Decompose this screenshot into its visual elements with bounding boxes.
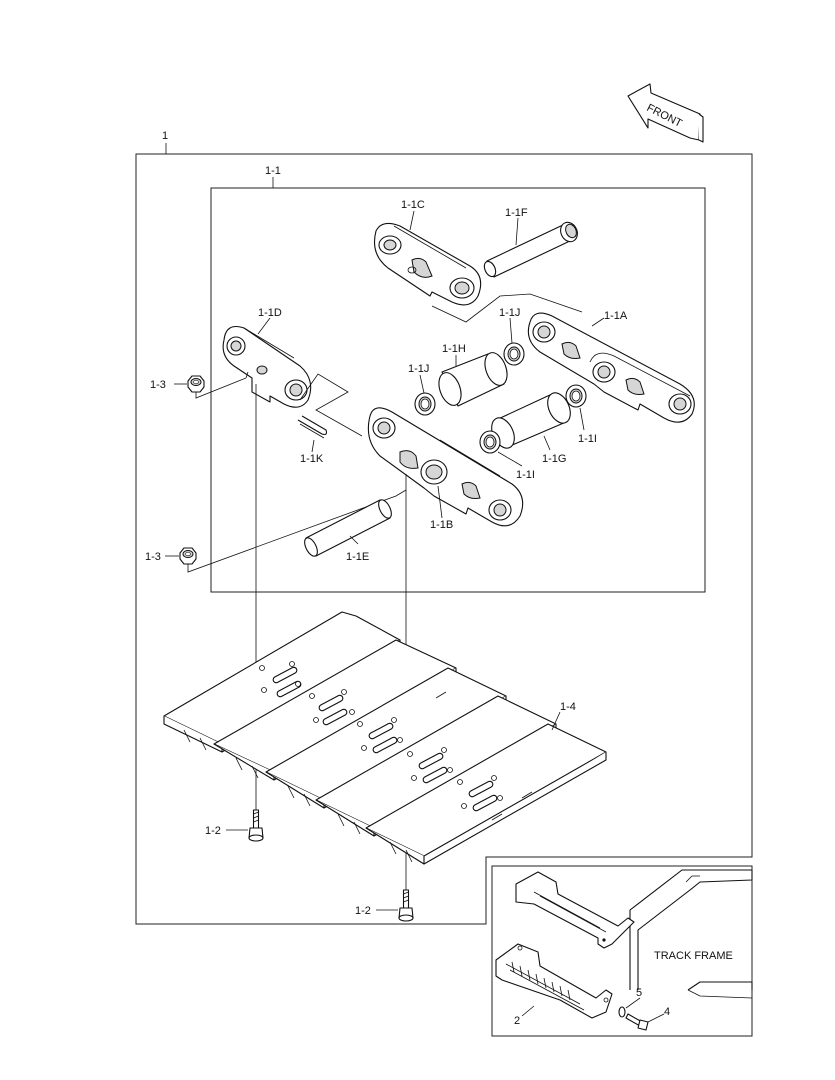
seal-1-1j-upper	[503, 342, 525, 366]
bushing-1-1h	[438, 352, 508, 407]
label-pin-1-1k: 1-1K	[300, 453, 324, 465]
bolt-1-2-upper	[248, 809, 264, 842]
label-link-1-1a: 1-1A	[604, 310, 628, 322]
label-seal-1-1i-center: 1-1I	[516, 469, 535, 481]
pin-1-1k	[297, 415, 328, 439]
label-link-assembly: 1-1	[265, 165, 281, 177]
link-1-1b	[367, 407, 524, 527]
label-nut-1-3-lower: 1-3	[145, 551, 161, 563]
label-link-1-1b: 1-1B	[430, 519, 453, 531]
inset-outline	[491, 865, 753, 1037]
label-track-frame: TRACK FRAME	[654, 950, 733, 962]
label-pin-1-1f: 1-1F	[505, 207, 528, 219]
bolt-4	[625, 1013, 649, 1031]
label-link-1-1c: 1-1C	[401, 199, 425, 211]
seal-1-1i-right	[565, 384, 587, 408]
front-arrow-icon: FRONT	[627, 83, 704, 143]
bolt-1-2-lower	[398, 889, 414, 922]
label-nut-1-3-upper: 1-3	[150, 379, 166, 391]
pin-1-1f	[483, 221, 578, 278]
nut-1-3-upper	[187, 375, 205, 393]
label-pin-1-1e: 1-1E	[346, 551, 369, 563]
nut-1-3-lower	[179, 547, 197, 565]
label-seal-1-1i-right: 1-1I	[578, 433, 597, 445]
bushing-1-1g	[491, 392, 571, 449]
label-bolt-1-2-lower: 1-2	[355, 905, 371, 917]
label-track-shoes-1-4: 1-4	[560, 701, 576, 713]
label-seal-1-1j-lower: 1-1J	[408, 363, 429, 375]
assembly-outline	[135, 153, 753, 925]
label-bushing-1-1g: 1-1G	[542, 453, 566, 465]
label-bolt-4: 4	[664, 1006, 670, 1018]
label-bushing-1-1h: 1-1H	[442, 343, 466, 355]
link-1-1a	[527, 312, 695, 423]
seal-1-1j-lower	[414, 392, 436, 416]
label-bolt-1-2-upper: 1-2	[205, 825, 221, 837]
upper-step	[515, 871, 635, 949]
link-assembly-outline	[210, 187, 706, 593]
seal-1-1i-center	[479, 430, 501, 454]
label-guard-2: 2	[514, 1015, 520, 1027]
track-frame	[629, 869, 753, 999]
washer-5	[618, 1006, 626, 1018]
label-seal-1-1j-upper: 1-1J	[499, 307, 520, 319]
guard-2	[495, 943, 613, 1019]
pin-1-1e	[304, 499, 392, 557]
track-shoes-1-4	[163, 611, 607, 865]
link-1-1d	[222, 325, 312, 408]
link-1-1c	[373, 222, 482, 306]
label-assembly: 1	[162, 130, 168, 142]
label-washer-5: 5	[636, 987, 642, 999]
label-link-1-1d: 1-1D	[258, 307, 282, 319]
